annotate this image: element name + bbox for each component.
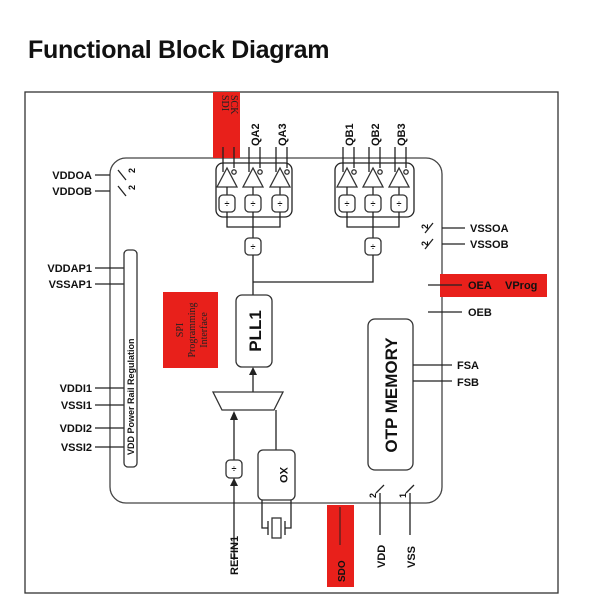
output-buffer: ÷	[215, 147, 239, 213]
qb2-label: QB2	[370, 123, 382, 146]
spi-programming-interface-block: SPI Programming Interface	[163, 292, 218, 368]
power-rail-regulation-block: VDD Power Rail Regulation	[123, 249, 138, 468]
sck-label: SCK	[228, 95, 239, 115]
output-buffer: ÷	[241, 147, 265, 213]
vddob-label: VDDOB	[52, 186, 92, 198]
bank-b-divider: ÷	[364, 237, 382, 256]
svg-text:÷: ÷	[397, 199, 402, 209]
refin1-label: REFIN1	[229, 536, 241, 575]
oea-label: OEA	[468, 280, 492, 292]
vssoa-label: VSSOA	[470, 223, 509, 235]
pll1-block: PLL1	[235, 294, 273, 368]
vddoa-label: VDDOA	[52, 170, 92, 182]
svg-text:÷: ÷	[278, 199, 283, 209]
otp-memory-block: OTP MEMORY	[367, 318, 414, 471]
svg-text:Interface: Interface	[199, 312, 210, 348]
output-buffer: ÷	[361, 147, 385, 213]
output-buffer: ÷	[268, 147, 292, 213]
svg-text:÷: ÷	[345, 199, 350, 209]
vddap1-label: VDDAP1	[47, 263, 92, 275]
svg-text:PLL1: PLL1	[246, 310, 265, 352]
svg-text:2: 2	[420, 224, 430, 229]
vddi1-label: VDDI1	[60, 383, 92, 395]
oea-vprog-pin-highlight: OEA VProg	[440, 274, 547, 297]
svg-text:VDD Power Rail Regulation: VDD Power Rail Regulation	[126, 338, 136, 455]
sdo-label: SDO	[337, 560, 348, 582]
qa2-label: QA2	[250, 123, 262, 146]
svg-text:OTP MEMORY: OTP MEMORY	[382, 337, 401, 453]
qb3-label: QB3	[396, 123, 408, 146]
bank-a-group	[215, 162, 293, 218]
svg-text:÷: ÷	[371, 242, 376, 252]
input-mux	[211, 391, 285, 411]
vssi1-label: VSSI1	[61, 400, 92, 412]
vddi2-label: VDDI2	[60, 423, 92, 435]
refin-divider: ÷	[225, 459, 243, 479]
output-buffer: ÷	[335, 147, 359, 213]
bank-a-divider: ÷	[244, 237, 262, 256]
page-title: Functional Block Diagram	[28, 36, 330, 64]
output-buffers: ÷ ÷ ÷ ÷ ÷ ÷	[215, 147, 411, 213]
output-buffer: ÷	[387, 147, 411, 213]
fsa-label: FSA	[457, 360, 479, 372]
svg-text:÷: ÷	[225, 199, 230, 209]
svg-text:÷: ÷	[232, 464, 237, 474]
svg-text:1: 1	[398, 493, 408, 498]
qa3-label: QA3	[277, 123, 289, 146]
sdi-label: SDI	[219, 95, 230, 111]
vss-label: VSS	[406, 546, 418, 568]
crystal-icon	[261, 500, 292, 539]
vssob-label: VSSOB	[470, 239, 509, 251]
svg-text:2: 2	[127, 168, 137, 173]
fsb-label: FSB	[457, 377, 479, 389]
svg-text:÷: ÷	[251, 199, 256, 209]
bank-b-group	[334, 162, 415, 218]
left-pins: VDDOA VDDOB 2 2 VDDAP1 VSSAP1 VDDI1 VSSI…	[47, 168, 137, 454]
vssap1-label: VSSAP1	[49, 279, 92, 291]
vprog-label: VProg	[505, 280, 537, 292]
svg-text:XO: XO	[277, 467, 289, 483]
svg-text:÷: ÷	[371, 199, 376, 209]
svg-text:2: 2	[420, 241, 430, 246]
diagram-frame	[24, 91, 559, 594]
svg-text:2: 2	[127, 185, 137, 190]
vdd-label: VDD	[376, 545, 388, 568]
qb1-label: QB1	[344, 123, 356, 146]
oeb-label: OEB	[468, 307, 492, 319]
svg-text:2: 2	[368, 493, 378, 498]
svg-text:÷: ÷	[251, 242, 256, 252]
svg-text:Programming: Programming	[187, 303, 198, 358]
vssi2-label: VSSI2	[61, 442, 92, 454]
sdi-sck-pin-highlight: SDI SCK	[213, 92, 240, 158]
svg-text:SPI: SPI	[175, 323, 186, 337]
sdo-pin-highlight: SDO	[327, 505, 354, 587]
xo-block: XO	[257, 449, 296, 501]
